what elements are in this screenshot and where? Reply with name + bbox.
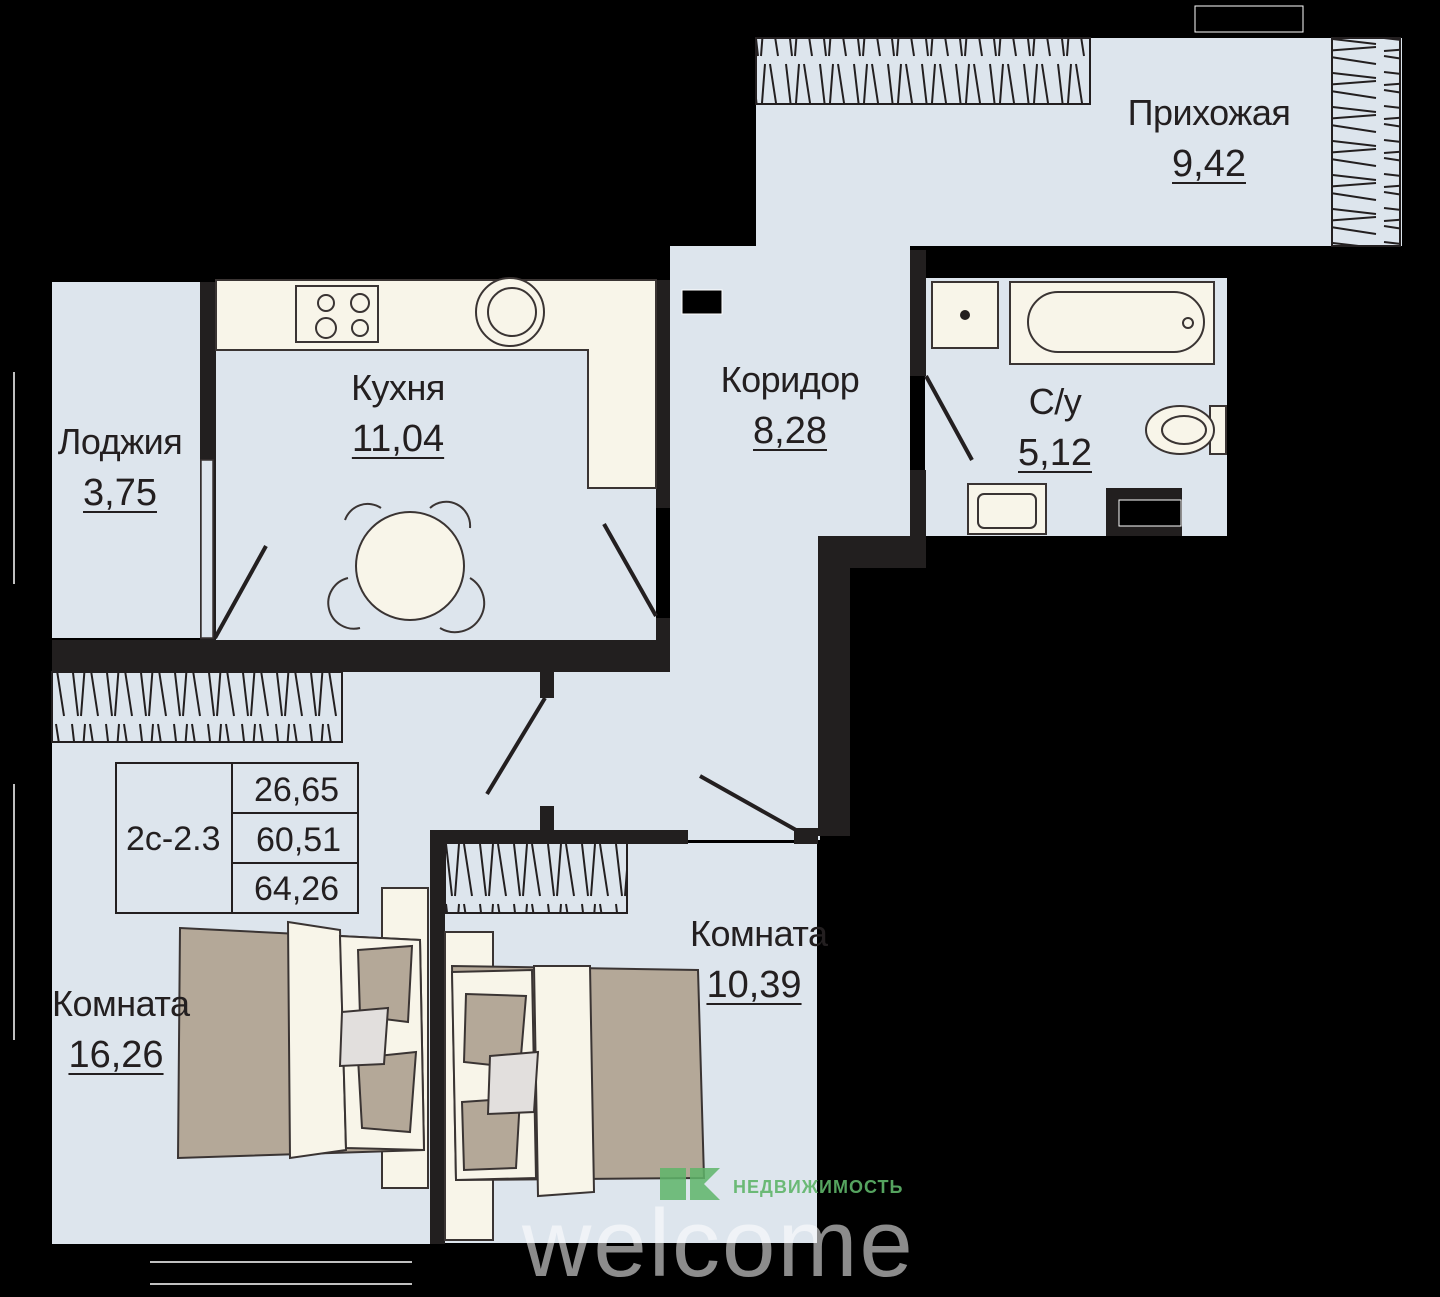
total-area: 64,26	[254, 870, 340, 908]
window-top	[1194, 5, 1304, 33]
room-small-name: Комната	[690, 913, 828, 954]
entrance-label: Прихожая 9,42	[1124, 92, 1294, 185]
kitchen-area: 11,04	[351, 418, 445, 460]
toilet-icon	[1145, 405, 1227, 455]
kitchen-label: Кухня 11,04	[328, 367, 468, 460]
corridor-label: Коридор 8,28	[715, 359, 865, 452]
living-area: 26,65	[254, 771, 340, 809]
loggia-label: Лоджия 3,75	[52, 421, 188, 514]
corridor-name: Коридор	[720, 359, 860, 400]
loggia-floor	[52, 282, 200, 638]
area-without-loggia: 60,51	[256, 821, 342, 859]
loggia-name: Лоджия	[57, 421, 183, 462]
corridor-area: 8,28	[753, 410, 827, 452]
walls	[52, 250, 1182, 1244]
sink-icon	[475, 277, 545, 347]
loggia-area: 3,75	[83, 472, 157, 514]
wardrobes	[51, 37, 1401, 914]
dining-table	[327, 500, 486, 634]
room-large-label: Комната 16,26	[52, 983, 190, 1076]
watermark-word: welcome	[522, 1190, 915, 1297]
bathroom-fixtures	[931, 281, 1227, 535]
bathroom-label: С/у 5,12	[1000, 381, 1110, 474]
room-large-area: 16,26	[68, 1034, 164, 1076]
bed-small	[444, 931, 706, 1241]
dimension-lines	[13, 372, 412, 1285]
entrance-name: Прихожая	[1127, 92, 1291, 133]
room-small-area: 10,39	[706, 964, 802, 1006]
bathroom-area: 5,12	[1018, 432, 1092, 474]
watermark-brand: НЕДВИЖИМОСТЬ	[733, 1177, 904, 1197]
entrance-area: 9,42	[1172, 143, 1246, 185]
watermark-logo-icon	[660, 1168, 720, 1200]
corridor-floor-left	[430, 670, 830, 830]
stove-icon	[295, 285, 379, 343]
kitchen-name: Кухня	[351, 367, 445, 408]
washbasin-icon	[967, 483, 1047, 535]
bed-large	[176, 887, 429, 1189]
door-swings	[213, 375, 974, 832]
apartment-code: 2с-2.3	[126, 820, 221, 858]
area-table	[115, 762, 359, 914]
area-summary: 2с-2.3 26,65 60,51 64,26	[116, 763, 358, 913]
window-bath	[1118, 499, 1182, 527]
loggia-glass	[200, 459, 214, 639]
room-large-name: Комната	[52, 983, 190, 1024]
window-kitchen	[681, 289, 723, 315]
bathroom-name: С/у	[1028, 381, 1082, 422]
room-small-label: Комната 10,39	[690, 913, 828, 1006]
kitchen-counter	[215, 277, 657, 489]
